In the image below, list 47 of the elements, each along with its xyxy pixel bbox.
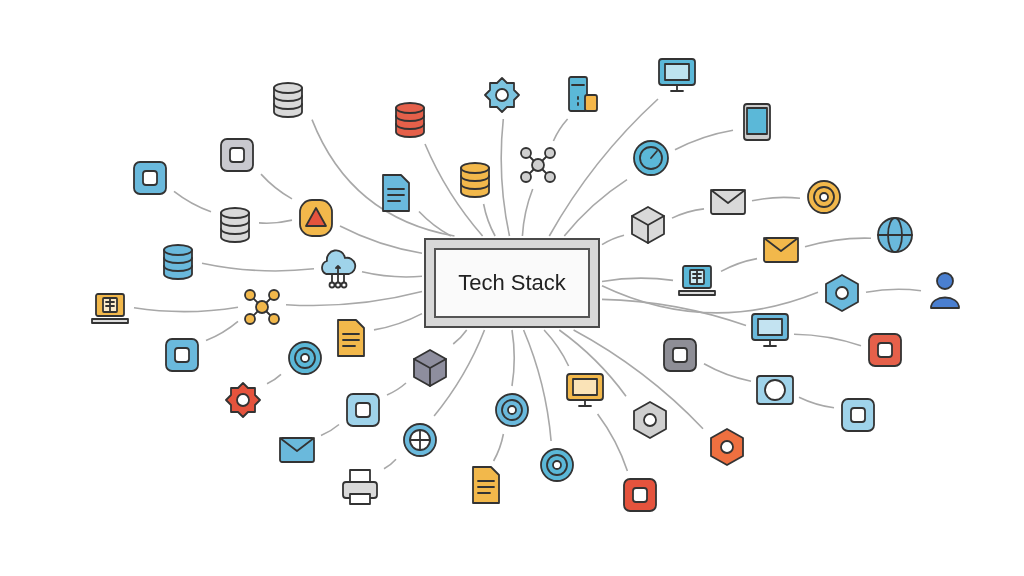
connector-line	[703, 363, 752, 382]
connector-line	[482, 203, 496, 237]
connector-line	[596, 413, 629, 472]
connector-line	[601, 234, 625, 246]
connector-line	[601, 298, 747, 327]
connector-line	[339, 225, 423, 254]
connector-line	[320, 423, 340, 437]
connector-line	[500, 118, 511, 237]
connector-line	[433, 329, 486, 417]
connector-line	[260, 173, 293, 200]
connector-line	[133, 306, 239, 313]
connector-line	[798, 396, 835, 409]
connector-line	[511, 329, 516, 387]
connector-line	[258, 219, 293, 224]
connector-line	[383, 458, 397, 470]
connector-line	[563, 178, 628, 237]
connector-line	[601, 277, 674, 283]
connector-line	[751, 196, 801, 202]
connector-line	[804, 237, 872, 248]
connector-line	[558, 329, 627, 397]
connector-line	[361, 271, 423, 278]
connector-line	[671, 208, 705, 219]
connector-line	[452, 329, 468, 345]
connector-line	[720, 257, 758, 273]
connector-line	[601, 284, 819, 314]
connector-line	[311, 118, 456, 237]
node-label: Tech Stack	[434, 248, 590, 318]
connector-line	[492, 433, 505, 462]
connector-line	[572, 329, 704, 430]
connector-line	[548, 98, 659, 237]
connector-line	[205, 320, 239, 342]
connector-line	[543, 329, 570, 367]
connector-line	[865, 288, 922, 294]
connector-line	[386, 382, 407, 396]
connector-line	[522, 329, 552, 442]
connector-line	[424, 143, 484, 237]
connector-line	[521, 188, 534, 237]
connector-line	[201, 262, 315, 272]
connector-line	[266, 373, 282, 385]
connector-line	[418, 210, 452, 237]
connector-line	[793, 333, 862, 347]
hub-box	[424, 238, 600, 328]
connector-line	[674, 129, 734, 151]
connector-line	[173, 190, 212, 213]
connector-line	[552, 118, 569, 142]
connector-line	[285, 290, 423, 307]
connector-line	[373, 312, 423, 331]
